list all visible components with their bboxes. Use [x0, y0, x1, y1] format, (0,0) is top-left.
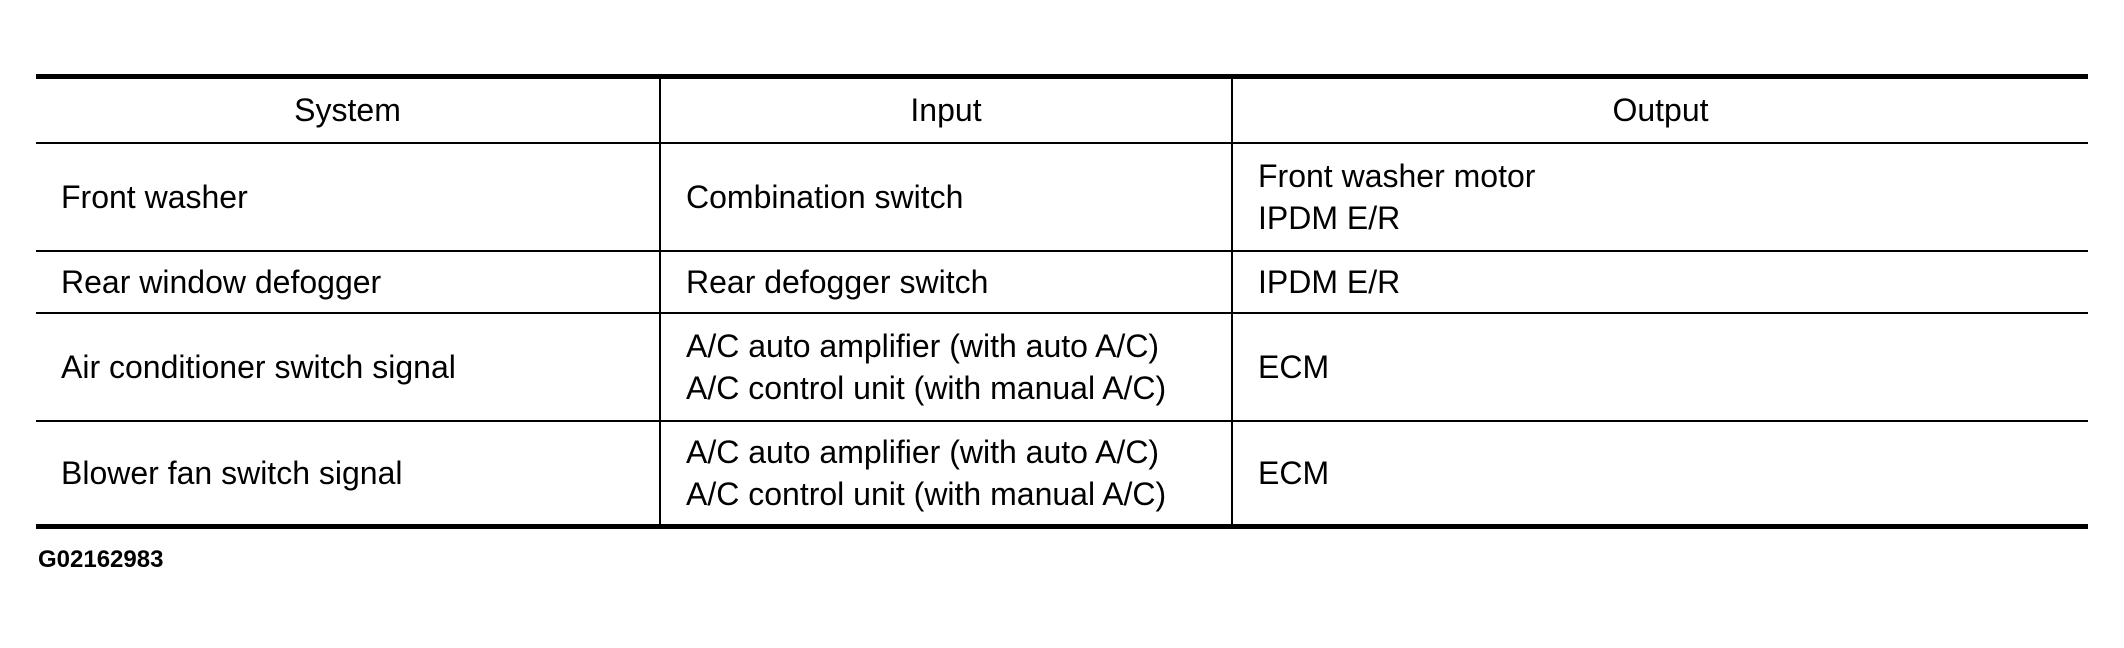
output-text: Front washer motor [1258, 157, 1536, 194]
system-text: Rear window defogger [61, 263, 382, 300]
column-header-output: Output [1231, 74, 2088, 144]
table-header-row: System Input Output [36, 74, 2088, 144]
system-input-output-table: System Input Output Front washer Combina… [36, 74, 2088, 529]
input-cell: Rear defogger switch [659, 250, 1232, 314]
output-text: ECM [1258, 348, 1330, 385]
system-cell: Front washer [36, 142, 660, 252]
table-row: Rear window defogger Rear defogger switc… [36, 250, 2088, 314]
output-text: IPDM E/R [1258, 263, 1401, 300]
system-cell: Air conditioner switch signal [36, 312, 660, 422]
table-row: Blower fan switch signal A/C auto amplif… [36, 420, 2088, 529]
system-text: Blower fan switch signal [61, 454, 403, 491]
column-header-input: Input [659, 74, 1232, 144]
system-cell: Rear window defogger [36, 250, 660, 314]
output-cell: Front washer motor IPDM E/R [1231, 142, 2088, 252]
input-cell: A/C auto amplifier (with auto A/C) A/C c… [659, 420, 1232, 529]
input-text: Rear defogger switch [686, 263, 989, 300]
output-text: IPDM E/R [1258, 199, 1401, 236]
system-text: Front washer [61, 178, 248, 215]
input-text: A/C auto amplifier (with auto A/C) [686, 327, 1160, 364]
output-cell: ECM [1231, 420, 2088, 529]
input-cell: A/C auto amplifier (with auto A/C) A/C c… [659, 312, 1232, 422]
input-text: A/C control unit (with manual A/C) [686, 475, 1167, 512]
input-text: A/C auto amplifier (with auto A/C) [686, 433, 1160, 470]
input-text: A/C control unit (with manual A/C) [686, 369, 1167, 406]
table-row: Front washer Combination switch Front wa… [36, 142, 2088, 252]
output-cell: ECM [1231, 312, 2088, 422]
column-header-system: System [36, 74, 660, 144]
system-cell: Blower fan switch signal [36, 420, 660, 529]
output-cell: IPDM E/R [1231, 250, 2088, 314]
input-text: Combination switch [686, 178, 964, 215]
table-row: Air conditioner switch signal A/C auto a… [36, 312, 2088, 422]
input-cell: Combination switch [659, 142, 1232, 252]
output-text: ECM [1258, 454, 1330, 491]
figure-code: G02162983 [38, 546, 164, 573]
system-text: Air conditioner switch signal [61, 348, 456, 385]
